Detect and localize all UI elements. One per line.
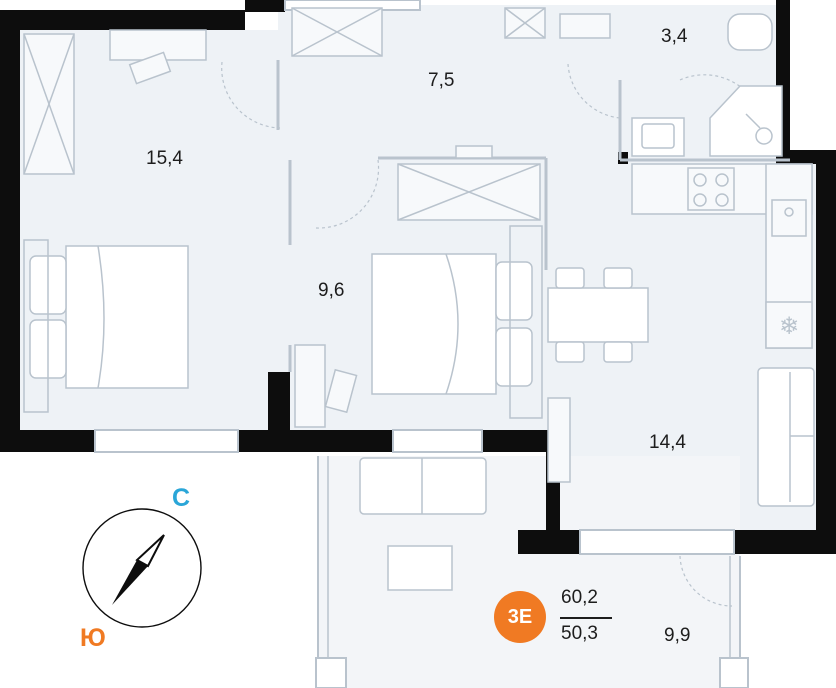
windows: [94, 0, 735, 555]
dining-table: [547, 267, 649, 363]
bathroom-fixtures: [631, 13, 783, 157]
apartment-code-badge: 3Е: [494, 591, 546, 643]
room-area-bathroom: 3,4: [661, 26, 688, 47]
desks: [109, 7, 611, 483]
room-area-bedroom-2: 9,6: [318, 280, 345, 301]
room-area-loggia: 9,9: [664, 625, 691, 646]
living-area: 50,3: [561, 623, 598, 644]
room-area-bedroom-1: 15,4: [146, 148, 183, 169]
kitchen-unit: ❄: [631, 163, 813, 349]
compass-north-label: С: [172, 484, 191, 512]
sofas: [359, 367, 815, 591]
room-area-kitchen-living: 14,4: [649, 432, 686, 453]
door-swings: [221, 61, 743, 607]
compass-south-needle: [112, 560, 148, 605]
room-area-hallway: 7,5: [428, 70, 455, 91]
freezer-icon: ❄: [779, 312, 799, 340]
total-area: 60,2: [561, 587, 598, 608]
compass-south-label: Ю: [80, 624, 106, 652]
compass: [82, 508, 202, 628]
compass-north-needle: [135, 534, 165, 568]
area-fraction-divider: [560, 617, 612, 619]
walls: [0, 0, 836, 554]
beds: [23, 225, 543, 419]
wardrobes: [23, 7, 541, 221]
